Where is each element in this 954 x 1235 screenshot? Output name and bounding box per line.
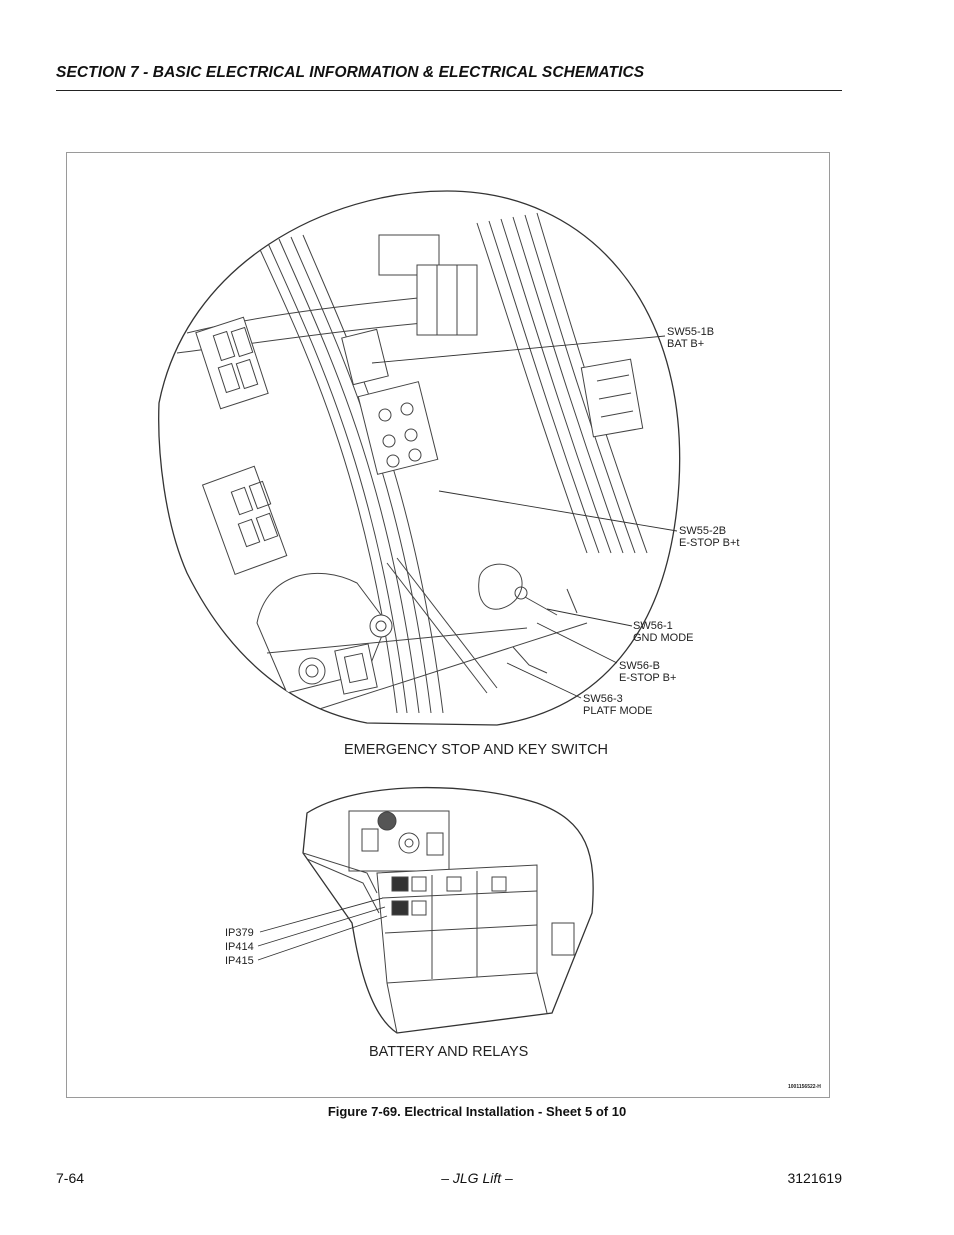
figure-frame: SW55-1B BAT B+ SW55-2B E-STOP B+t SW56-1…	[66, 152, 830, 1098]
doc-number: 3121619	[787, 1170, 842, 1186]
header-rule	[56, 90, 842, 91]
callout-sw56-1-line2: GND MODE	[633, 632, 694, 644]
estop-keyswitch-drawing: SW55-1B BAT B+ SW55-2B E-STOP B+t SW56-1…	[158, 190, 739, 758]
callout-sw56-3-line1: SW56-3	[583, 693, 623, 705]
callout-sw56-b-line1: SW56-B	[619, 660, 660, 672]
callout-ip415: IP415	[225, 955, 254, 967]
callout-sw55-1b-line1: SW55-1B	[667, 326, 714, 338]
callout-sw56-3-line2: PLATF MODE	[583, 705, 652, 717]
section-title: SECTION 7 - BASIC ELECTRICAL INFORMATION…	[56, 64, 645, 81]
callout-sw56-b-line2: E-STOP B+	[619, 672, 676, 684]
battery-relays-drawing: IP379 IP414 IP415 BATTERY AND RELAYS	[225, 786, 594, 1060]
wiring-illustration: SW55-1B BAT B+ SW55-2B E-STOP B+t SW56-1…	[158, 190, 821, 1090]
view-title-estop: EMERGENCY STOP AND KEY SWITCH	[344, 742, 608, 758]
figure-caption: Figure 7-69. Electrical Installation - S…	[327, 1104, 627, 1119]
page-number: 7-64	[56, 1170, 85, 1186]
callout-sw56-1-line1: SW56-1	[633, 620, 673, 632]
drawing-id: 1001156522-H	[788, 1084, 821, 1090]
callout-sw55-2b-line2: E-STOP B+t	[679, 537, 739, 549]
view-title-battery: BATTERY AND RELAYS	[369, 1044, 528, 1060]
callout-ip379: IP379	[225, 927, 254, 939]
callout-sw55-1b-line2: BAT B+	[667, 338, 704, 350]
footer-center-text: – JLG Lift –	[441, 1170, 513, 1186]
callout-ip414: IP414	[225, 941, 254, 953]
callout-sw55-2b-line1: SW55-2B	[679, 525, 726, 537]
